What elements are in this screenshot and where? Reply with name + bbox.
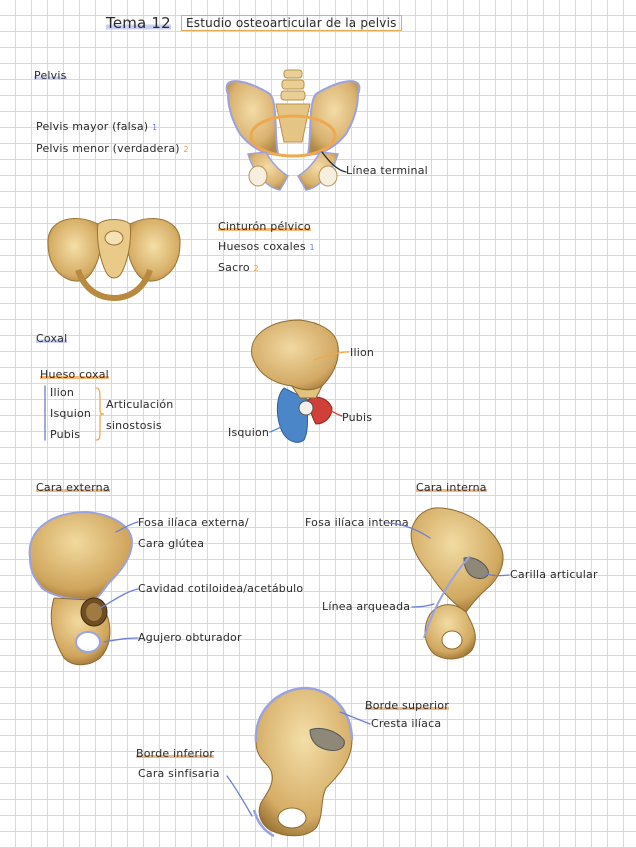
cara-glutea-label: Cara glútea <box>138 537 205 550</box>
pubis-callout: Pubis <box>342 411 373 424</box>
agujero-obturador-label: Agujero obturador <box>138 631 242 644</box>
linea-terminal-label: Línea terminal <box>346 164 428 177</box>
pelvis-mayor-label: Pelvis mayor (falsa) 1 <box>36 120 158 133</box>
page-subtitle: Estudio osteoarticular de la pelvis <box>181 15 402 31</box>
pubis-item: Pubis <box>50 428 81 441</box>
coxal-borders-illustration <box>252 686 354 838</box>
huesos-coxales-number: 1 <box>309 243 315 252</box>
articulacion-label: Articulación <box>106 398 174 411</box>
cara-externa-heading: Cara externa <box>36 481 110 494</box>
ilion-item: Ilion <box>50 386 75 399</box>
coxal-internal-illustration <box>410 507 504 660</box>
borde-superior-heading: Borde superior <box>365 699 449 712</box>
pelvis-front-illustration <box>225 69 361 191</box>
page-title: Tema 12 <box>106 14 171 32</box>
isquion-callout: Isquion <box>228 426 270 439</box>
cara-sinfisaria-label: Cara sinfisaria <box>138 767 220 780</box>
pelvis-mayor-number: 1 <box>152 123 158 132</box>
cresta-iliaca-label: Cresta ilíaca <box>371 717 442 730</box>
carilla-articular-label: Carilla articular <box>510 568 598 581</box>
linea-arqueada-label: Línea arqueada <box>322 600 411 613</box>
cara-interna-heading: Cara interna <box>416 481 487 494</box>
coxal-bone-illustration <box>251 319 339 443</box>
pelvis-top-illustration <box>47 218 181 302</box>
fosa-iliaca-externa-label: Fosa ilíaca externa/ <box>138 516 249 529</box>
cavidad-cotiloidea-label: Cavidad cotiloidea/acetábulo <box>138 582 304 595</box>
ilion-callout: Ilion <box>350 346 375 359</box>
sacro-label: Sacro 2 <box>218 261 259 274</box>
fosa-iliaca-interna-label: Fosa ilíaca interna <box>305 516 409 529</box>
coxal-external-illustration <box>28 510 134 666</box>
hueso-coxal-heading: Hueso coxal <box>40 368 109 381</box>
pelvis-menor-label: Pelvis menor (verdadera) 2 <box>36 142 189 155</box>
pelvis-menor-number: 2 <box>183 145 189 154</box>
borde-inferior-heading: Borde inferior <box>136 747 215 760</box>
isquion-item: Isquion <box>50 407 92 420</box>
sacro-number: 2 <box>253 264 259 273</box>
pelvis-heading: Pelvis <box>34 69 67 82</box>
cinturon-heading: Cinturón pélvico <box>218 220 311 233</box>
huesos-coxales-label: Huesos coxales 1 <box>218 240 315 253</box>
sinostosis-label: sinostosis <box>106 419 162 432</box>
coxal-heading: Coxal <box>36 332 68 345</box>
